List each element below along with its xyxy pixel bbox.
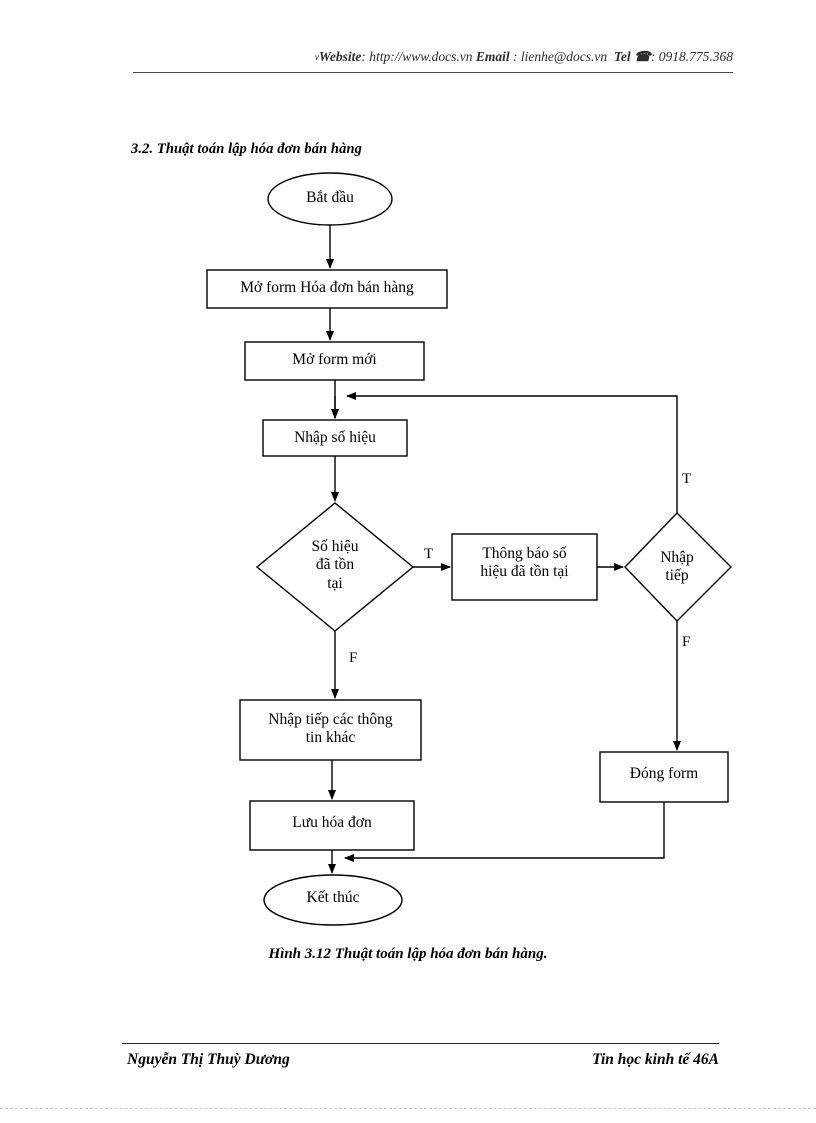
page-header: vWebsite: http://www.docs.vn Email : lie… xyxy=(133,49,733,73)
flowchart-figure: Bắt đầu Mở form Hóa đơn bán hàng Mở form… xyxy=(206,172,732,926)
header-tel-sep: : xyxy=(650,49,659,64)
edge-label-exists-false: F xyxy=(349,650,358,666)
section-heading: 3.2. Thuật toán lập hóa đơn bán hàng xyxy=(131,141,362,157)
node-exists-shape xyxy=(255,502,415,632)
node-start-shape xyxy=(267,172,393,226)
node-continue-shape xyxy=(624,512,732,622)
footer-course: Tin học kinh tế 46A xyxy=(592,1051,719,1068)
edge-close-form-to-end xyxy=(344,802,665,862)
header-email-sep: : xyxy=(509,49,521,64)
header-email-value: lienhe@docs.vn xyxy=(520,49,608,64)
page-bottom-edge xyxy=(0,1108,816,1109)
node-close-form-shape xyxy=(599,751,729,803)
node-end-shape xyxy=(263,874,403,926)
edge-label-continue-true: T xyxy=(682,471,692,487)
header-divider xyxy=(133,72,733,73)
node-more-info-shape xyxy=(239,699,422,761)
footer-divider xyxy=(122,1043,719,1044)
node-save-shape xyxy=(249,800,415,851)
header-email-label: Email xyxy=(475,49,510,64)
header-website-label: Website xyxy=(318,49,362,64)
header-tel-label: Tel xyxy=(613,49,631,64)
header-website-sep: : xyxy=(361,49,370,64)
edge-continue-to-input-no xyxy=(346,392,678,513)
node-open-form-shape xyxy=(206,269,448,309)
node-notify-shape xyxy=(451,533,598,601)
node-input-no-shape xyxy=(262,419,408,457)
header-website-url: http://www.docs.vn xyxy=(369,49,473,64)
header-tel-value: 0918.775.368 xyxy=(658,49,733,64)
figure-caption: Hình 3.12 Thuật toán lập hóa đơn bán hàn… xyxy=(268,946,548,962)
telephone-icon: ☎ xyxy=(634,49,651,64)
header-prefix: v xyxy=(314,52,319,62)
node-new-form-shape xyxy=(244,341,425,381)
edge-label-exists-true: T xyxy=(424,546,434,562)
footer-author: Nguyễn Thị Thuỳ Dương xyxy=(127,1051,290,1068)
edge-label-continue-false: F xyxy=(682,634,691,650)
